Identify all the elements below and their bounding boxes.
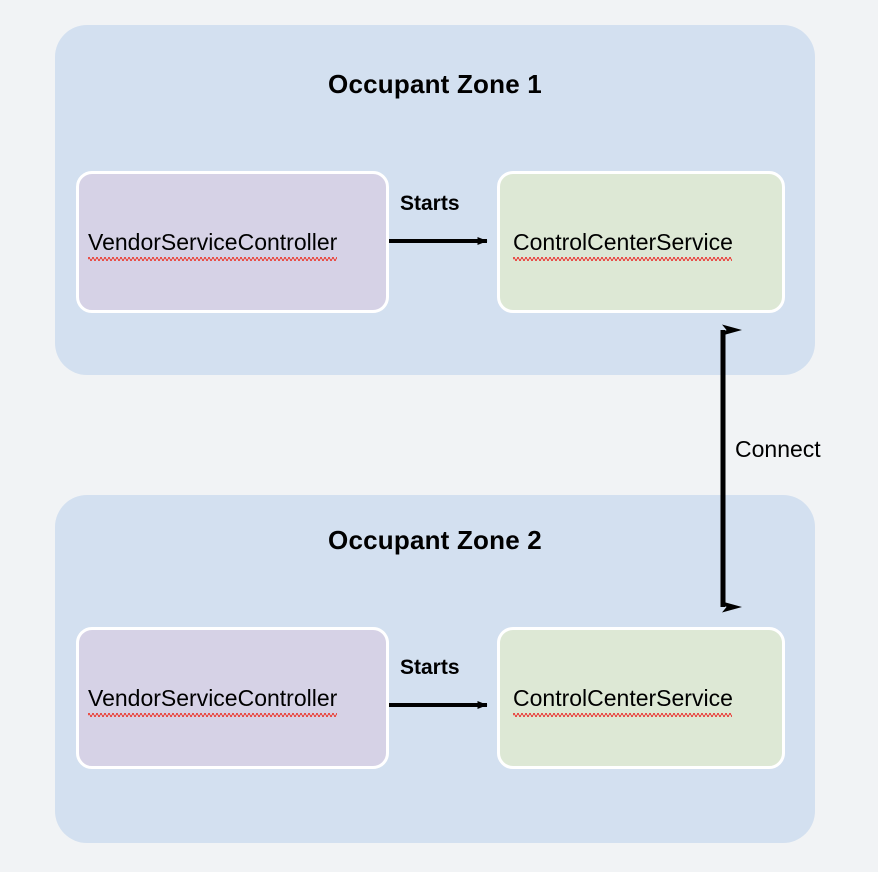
node-control-center-service-zone-2[interactable]: ControlCenterService — [497, 627, 785, 769]
node-label-vendor-service-controller-1: VendorServiceController — [79, 229, 338, 261]
node-control-center-service-zone-1[interactable]: ControlCenterService — [497, 171, 785, 313]
node-label-control-center-service-2: ControlCenterService — [500, 685, 733, 717]
edge-label-starts-zone-1: Starts — [400, 192, 460, 215]
node-vendor-service-controller-zone-2[interactable]: VendorServiceController — [76, 627, 389, 769]
zone-1-title: Occupant Zone 1 — [328, 69, 542, 99]
node-label-vendor-service-controller-2: VendorServiceController — [79, 685, 338, 717]
zone-2-title: Occupant Zone 2 — [328, 525, 542, 555]
node-label-control-center-service-1: ControlCenterService — [500, 229, 733, 261]
occupant-zone-2-container[interactable]: Occupant Zone 2 VendorServiceController … — [55, 495, 815, 843]
edge-label-connect: Connect — [735, 436, 821, 462]
edge-label-starts-zone-2: Starts — [400, 656, 460, 679]
occupant-zone-1-container[interactable]: Occupant Zone 1 VendorServiceController … — [55, 25, 815, 375]
node-vendor-service-controller-zone-1[interactable]: VendorServiceController — [76, 171, 389, 313]
